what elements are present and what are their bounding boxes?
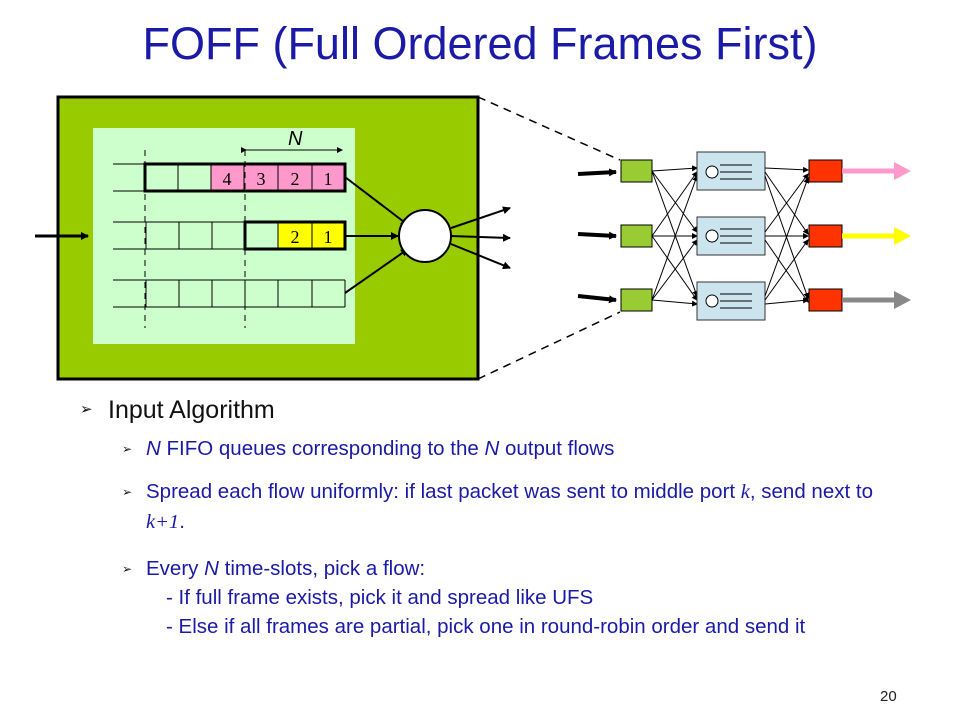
queue-3: [113, 279, 346, 308]
scheduler-circle: [398, 209, 452, 263]
packet-label: 3: [257, 169, 266, 189]
bullet-text: Spread each flow uniformly: if last pack…: [146, 480, 873, 533]
output-port: [808, 224, 843, 248]
input-port: [620, 224, 653, 248]
packet-label: 2: [291, 227, 300, 247]
text-run: N: [204, 557, 219, 580]
text-run: N: [484, 437, 500, 460]
n-label: N: [288, 128, 303, 150]
arrow-bullet-icon: ➢: [122, 562, 133, 576]
queue-1: 4 3 2 1: [113, 162, 347, 193]
packet-label: 4: [223, 169, 232, 189]
slide-title: FOFF (Full Ordered Frames First): [142, 18, 818, 69]
input-port: [620, 288, 653, 312]
switch-overview: [577, 151, 911, 321]
output-port: [808, 288, 843, 312]
text-run: output flows: [499, 437, 615, 460]
input-port: [620, 159, 653, 183]
bullet-list: ➢ Input Algorithm ➢ N FIFO queues corres…: [80, 396, 880, 641]
bullet-text: N FIFO queues corresponding to the N out…: [146, 437, 614, 460]
packet-1: [311, 221, 346, 250]
output-port: [808, 159, 843, 183]
queue-2: 2 1: [113, 220, 347, 251]
arrow-bullet-icon: ➢: [122, 485, 133, 499]
zoom-line: [477, 96, 621, 161]
page-number: 20: [880, 688, 897, 705]
bullet-item: ➢ Spread each flow uniformly: if last pa…: [122, 477, 880, 537]
text-run: FIFO queues corresponding to the: [160, 437, 485, 460]
text-run: Spread each flow uniformly: if last pack…: [146, 480, 741, 503]
bullet-item: ➢ Every N time-slots, pick a flow: - If …: [122, 554, 880, 641]
text-run: time-slots, pick a flow:: [218, 557, 426, 580]
arrow-bullet-icon: ➢: [80, 400, 93, 418]
sub-item: - Else if all frames are partial, pick o…: [166, 615, 806, 638]
zoom-line: [477, 311, 621, 380]
text-run: N: [146, 437, 161, 460]
packet-label: 1: [324, 169, 333, 189]
text-run: k: [740, 481, 750, 503]
text-run: Every: [146, 557, 205, 580]
arrow-bullet-icon: ➢: [122, 442, 133, 456]
sub-item: - If full frame exists, pick it and spre…: [166, 586, 594, 609]
text-run: k+1: [146, 511, 180, 533]
bullet-item: ➢ N FIFO queues corresponding to the N o…: [122, 434, 880, 463]
packet-2: [277, 221, 313, 250]
text-run: .: [179, 510, 185, 533]
bullet-heading: ➢ Input Algorithm: [80, 396, 275, 424]
text-run: , send next to: [749, 480, 873, 503]
packet-label: 1: [324, 227, 333, 247]
packet-label: 2: [291, 169, 300, 189]
bullet-text: Every N time-slots, pick a flow:: [146, 557, 425, 580]
